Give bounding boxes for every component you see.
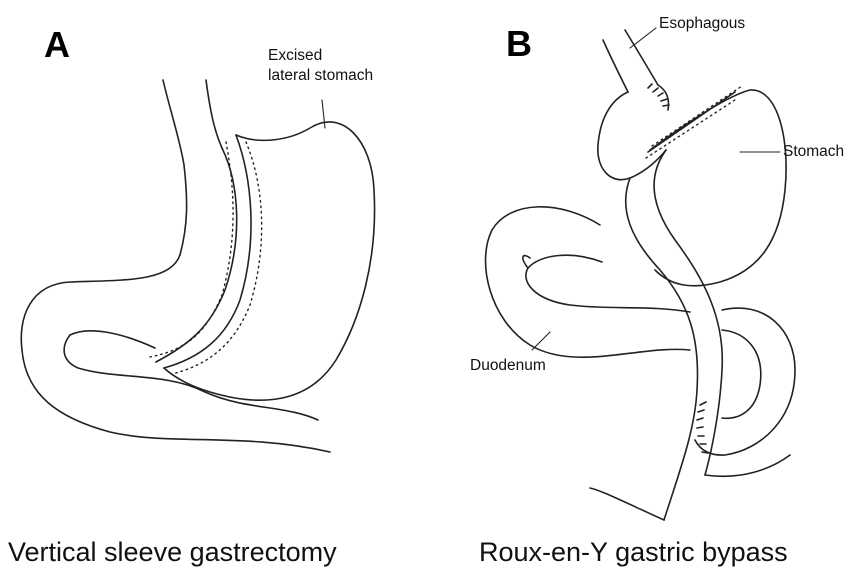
panel-a-drawing — [21, 80, 374, 452]
remnant-stomach — [650, 90, 786, 286]
sleeve-channel-right — [164, 135, 251, 368]
panel-b-caption: Roux-en-Y gastric bypass — [479, 539, 788, 566]
b-esophagus-left — [603, 40, 628, 92]
excised-stomach-outline — [164, 122, 375, 400]
pouch-staples — [648, 84, 669, 106]
stomach-label: Stomach — [783, 143, 844, 161]
common-channel-right — [705, 455, 790, 476]
panel-a-caption: Vertical sleeve gastrectomy — [8, 539, 337, 566]
excised-label-line1: Excised — [268, 47, 322, 65]
panel-b-letter: B — [506, 26, 532, 62]
jejunum-loop — [695, 308, 795, 455]
duodenum-inner-wall — [64, 335, 318, 420]
panel-b-drawing — [486, 28, 795, 520]
esophagus-outline-left — [163, 80, 187, 255]
esophagus-leader-line — [630, 28, 656, 48]
b-esophagus-right — [625, 30, 658, 85]
duodenum-leader-line — [532, 332, 550, 350]
esophagus-outline-right — [206, 80, 222, 148]
excised-leader-line — [322, 100, 325, 128]
panel-a-letter: A — [44, 27, 70, 63]
bp-limb-outer — [486, 207, 690, 357]
esophagus-label: Esophagous — [659, 15, 745, 33]
excised-label-line2: lateral stomach — [268, 67, 373, 85]
duodenum-inner-top — [70, 331, 155, 348]
common-channel — [590, 488, 664, 520]
sleeve-lesser-curve — [21, 255, 330, 452]
remnant-dotted-2 — [652, 86, 742, 146]
remnant-dotted-1 — [646, 98, 738, 158]
gastric-pouch — [598, 92, 666, 180]
staple-line-inner — [150, 142, 233, 357]
duodenum-label: Duodenum — [470, 357, 546, 375]
jejunum-inner — [722, 330, 761, 418]
bp-limb-inner — [526, 255, 690, 312]
